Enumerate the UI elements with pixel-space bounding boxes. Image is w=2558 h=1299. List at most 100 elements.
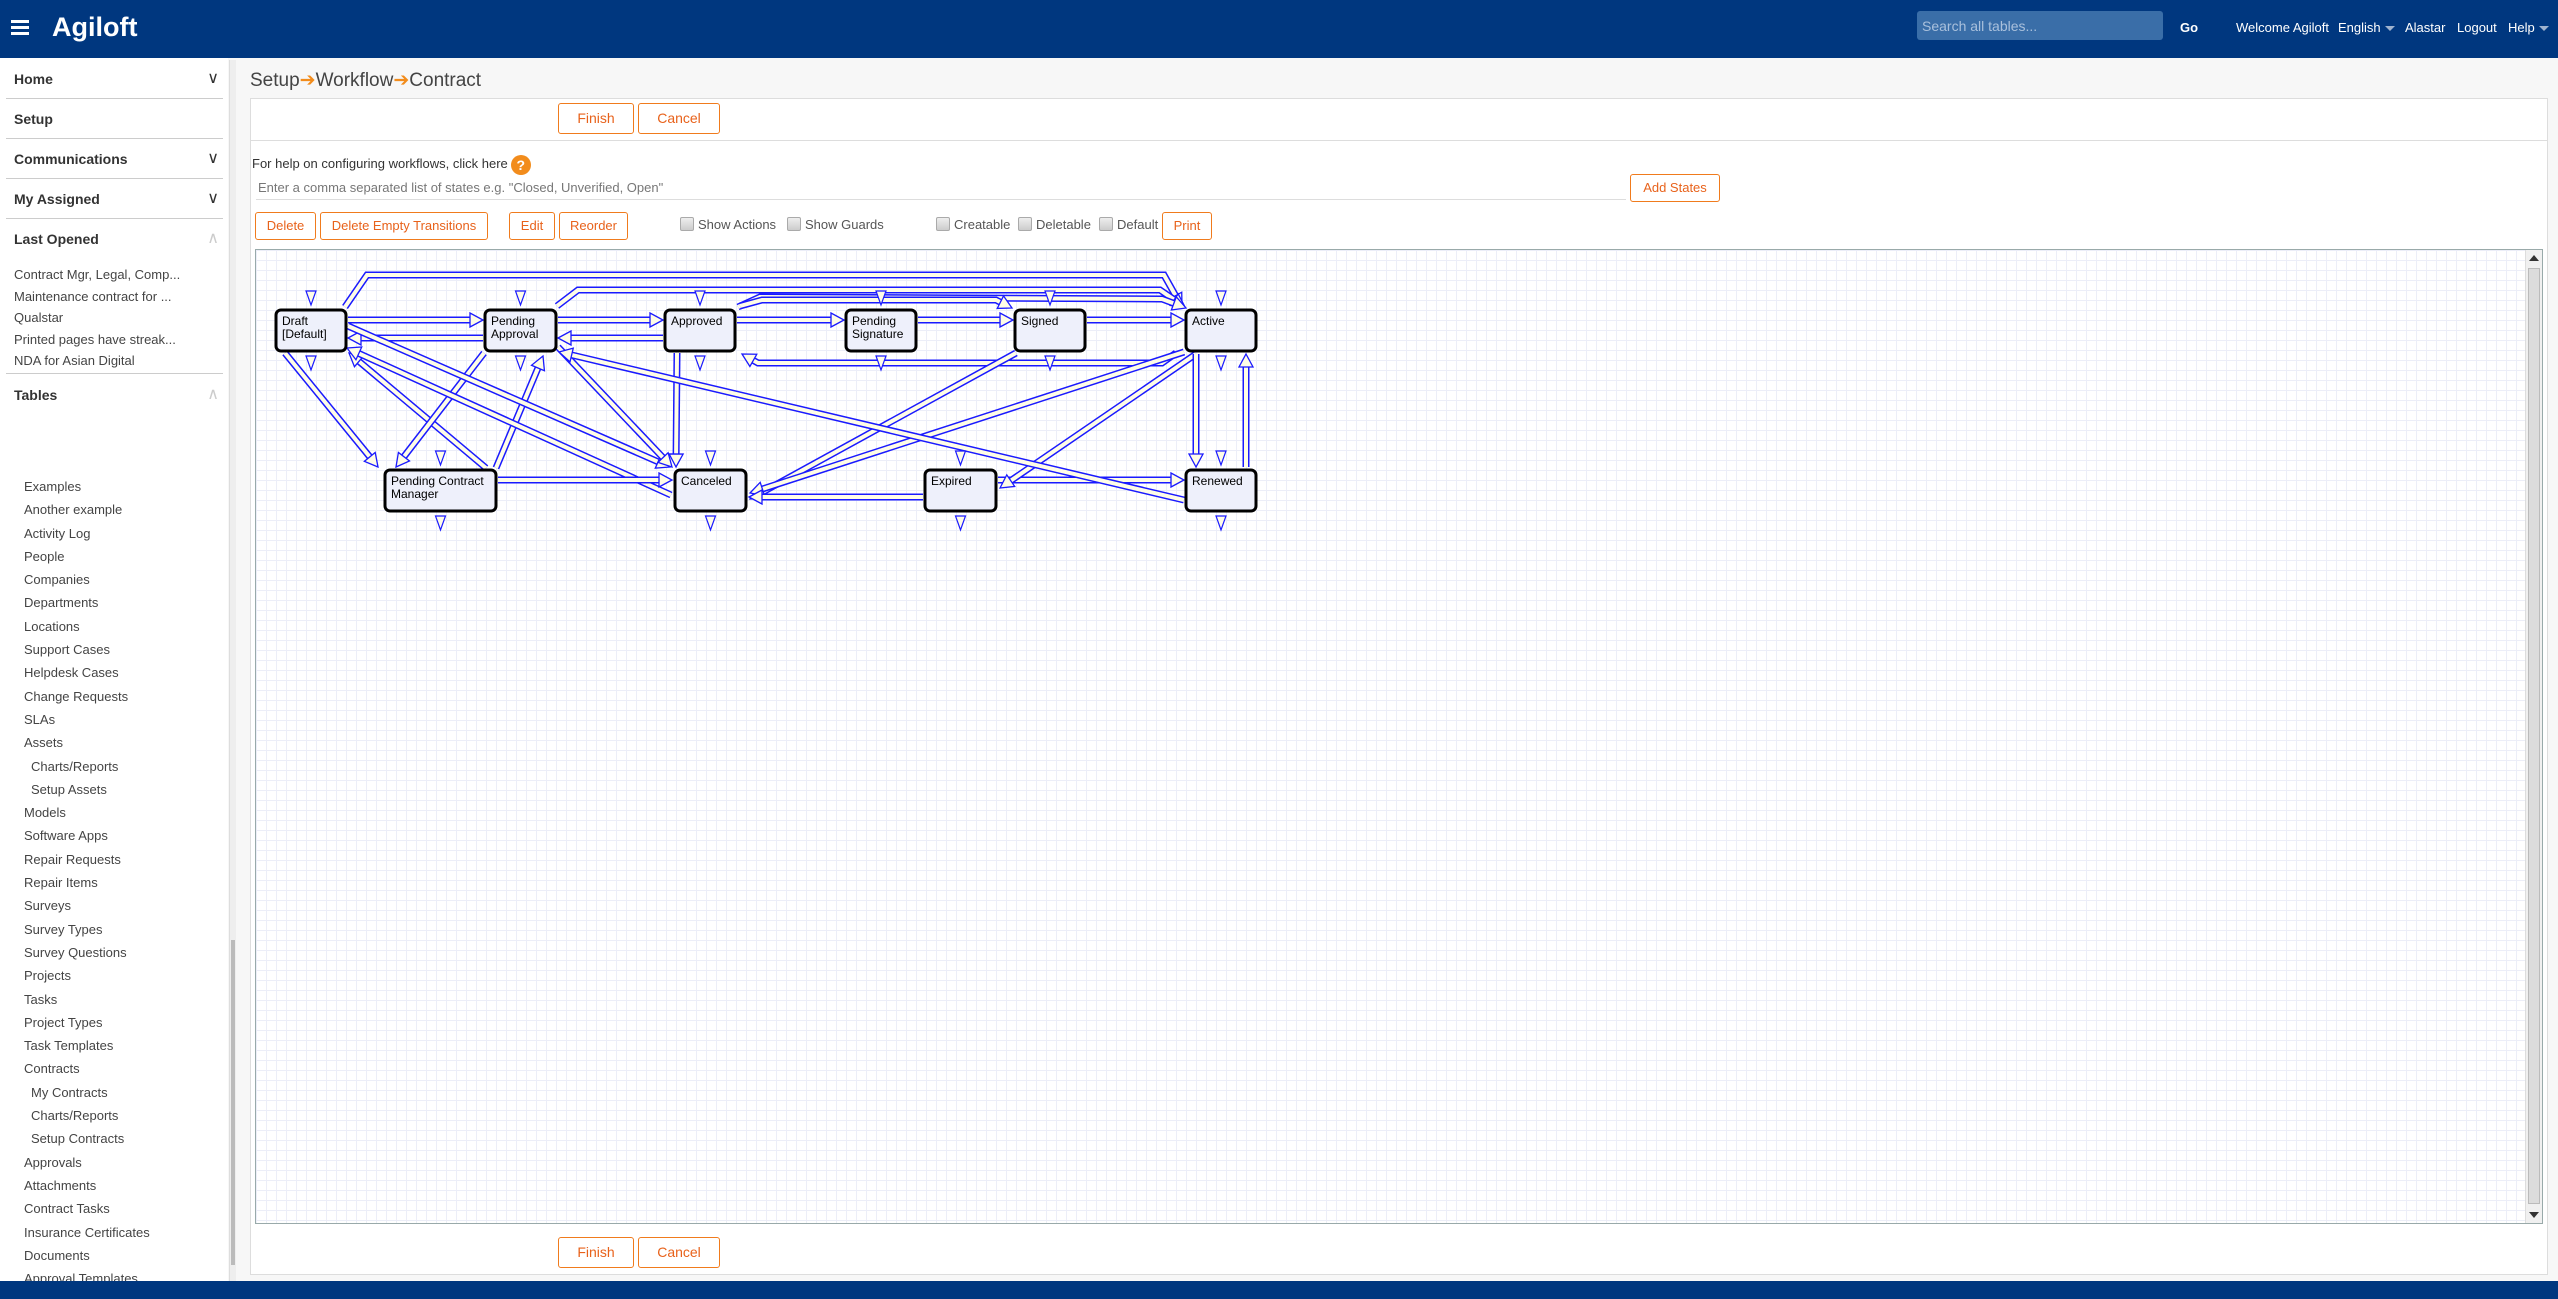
default-checkbox[interactable]: Default [1099, 216, 1158, 234]
cancel-button-bottom[interactable]: Cancel [638, 1237, 720, 1268]
last-opened-item[interactable]: Maintenance contract for ... [14, 288, 172, 304]
sidebar-table-item[interactable]: Repair Requests [24, 851, 121, 867]
transition-arrow[interactable] [747, 488, 923, 506]
sidebar-section-setup[interactable]: Setup [6, 99, 223, 139]
scroll-up-icon[interactable] [2529, 255, 2539, 261]
sidebar-table-item[interactable]: Task Templates [24, 1038, 114, 1054]
sidebar-table-item[interactable]: Charts/Reports [31, 758, 119, 774]
help-menu[interactable]: Help [2508, 20, 2549, 35]
last-opened-item[interactable]: Printed pages have streak... [14, 331, 176, 347]
logout-link[interactable]: Logout [2457, 20, 2497, 35]
sidebar-table-item[interactable]: Software Apps [24, 828, 108, 844]
transition-arrow[interactable] [668, 352, 685, 469]
sidebar-table-item[interactable]: Approvals [24, 1154, 82, 1170]
sidebar-table-item[interactable]: Charts/Reports [31, 1108, 119, 1124]
user-link[interactable]: Alastar [2405, 20, 2446, 35]
sidebar-table-item[interactable]: Support Cases [24, 642, 110, 658]
sidebar-table-item[interactable]: Project Types [24, 1014, 103, 1030]
transition-arrow[interactable] [1087, 311, 1186, 329]
last-opened-item[interactable]: Contract Mgr, Legal, Comp... [14, 267, 181, 282]
sidebar-table-item[interactable]: People [24, 548, 65, 564]
sidebar-section-my-assigned[interactable]: My Assigned∨ [6, 179, 223, 219]
sidebar-table-item[interactable]: Change Requests [24, 688, 129, 704]
reorder-button[interactable]: Reorder [559, 212, 628, 240]
transition-arrow[interactable] [1237, 352, 1255, 467]
transition-arrow[interactable] [345, 346, 673, 499]
delete-empty-transitions-button[interactable]: Delete Empty Transitions [320, 212, 488, 240]
sidebar-table-item[interactable]: Contracts [24, 1061, 80, 1077]
print-button[interactable]: Print [1162, 212, 1212, 240]
show-guards-checkbox[interactable]: Show Guards [787, 216, 884, 234]
sidebar-table-item[interactable]: Contract Tasks [24, 1201, 110, 1217]
help-question-icon[interactable]: ? [510, 155, 531, 175]
transition-arrow[interactable] [558, 311, 665, 329]
deletable-checkbox[interactable]: Deletable [1018, 216, 1091, 234]
sidebar-table-item[interactable]: Survey Types [24, 921, 103, 937]
sidebar-table-item[interactable]: Models [24, 805, 66, 821]
transition-arrow[interactable] [737, 311, 846, 329]
last-opened-item[interactable]: Qualstar [14, 310, 64, 325]
transition-arrow[interactable] [395, 350, 487, 469]
edit-button[interactable]: Edit [509, 212, 555, 240]
sidebar-table-item[interactable]: SLAs [24, 711, 56, 727]
transition-arrow[interactable] [557, 347, 1185, 504]
states-input[interactable] [256, 176, 1626, 200]
transition-arrow[interactable] [492, 354, 546, 470]
transition-arrow[interactable] [282, 350, 379, 469]
sidebar-table-item[interactable]: Surveys [24, 898, 71, 914]
sidebar-scrollbar[interactable] [229, 60, 236, 1281]
transition-arrow[interactable] [348, 311, 485, 329]
go-button[interactable]: Go [2180, 20, 2199, 35]
scroll-down-icon[interactable] [2529, 1212, 2539, 1218]
sidebar-table-item[interactable]: Tasks [24, 991, 58, 1007]
language-menu[interactable]: English [2338, 20, 2395, 35]
creatable-checkbox[interactable]: Creatable [936, 216, 1010, 234]
sidebar-table-item[interactable]: Repair Items [24, 875, 98, 891]
finish-button[interactable]: Finish [558, 103, 634, 134]
sidebar-section-home[interactable]: Home∨ [6, 59, 223, 99]
breadcrumb-setup[interactable]: Setup [250, 70, 300, 91]
sidebar-table-item[interactable]: Activity Log [24, 525, 91, 541]
sidebar-table-item[interactable]: Departments [24, 595, 99, 611]
transition-arrow[interactable] [498, 471, 674, 489]
sidebar-table-item[interactable]: Setup Contracts [31, 1131, 125, 1147]
transition-arrow[interactable] [739, 294, 1014, 310]
transition-arrow[interactable] [740, 350, 1179, 368]
sidebar-section-last-opened[interactable]: Last Opened∧ [6, 219, 223, 259]
sidebar-table-item[interactable]: Companies [24, 572, 90, 588]
canvas-scrollbar[interactable] [2525, 250, 2542, 1223]
transition-arrow[interactable] [918, 311, 1015, 329]
show-actions-checkbox[interactable]: Show Actions [680, 216, 776, 234]
sidebar-table-item[interactable]: Examples [24, 479, 82, 494]
sidebar-table-item[interactable]: Helpdesk Cases [24, 665, 119, 681]
last-opened-item[interactable]: NDA for Asian Digital [14, 353, 135, 368]
sidebar-table-item[interactable]: Documents [24, 1247, 90, 1263]
breadcrumb-workflow[interactable]: Workflow [315, 70, 394, 91]
sidebar-table-item[interactable]: Locations [24, 618, 80, 634]
transition-arrow[interactable] [556, 329, 663, 347]
sidebar-table-item[interactable]: My Contracts [31, 1084, 108, 1100]
scroll-thumb[interactable] [2528, 268, 2540, 1204]
sidebar-section-communications[interactable]: Communications∨ [6, 139, 223, 179]
sidebar-table-item[interactable]: Attachments [24, 1177, 97, 1193]
transition-arrow[interactable] [555, 344, 673, 468]
search-input[interactable] [1917, 11, 2163, 40]
transition-arrow[interactable] [1187, 354, 1205, 469]
sidebar-table-item[interactable]: Insurance Certificates [24, 1224, 150, 1240]
hamburger-menu-icon[interactable] [11, 20, 29, 36]
finish-button-bottom[interactable]: Finish [558, 1237, 634, 1268]
sidebar-table-item[interactable]: Survey Questions [24, 944, 127, 960]
transition-arrow[interactable] [998, 351, 1198, 489]
sidebar-table-item[interactable]: Assets [24, 735, 64, 751]
sidebar-table-item[interactable]: Approval Templates [24, 1271, 138, 1281]
sidebar-table-item[interactable]: Projects [24, 968, 71, 984]
app-logo[interactable]: Agiloft [52, 12, 138, 42]
help-link[interactable]: For help on configuring workflows, click… [252, 156, 508, 171]
sidebar-section-tables[interactable]: Tables∧ [6, 375, 223, 415]
cancel-button[interactable]: Cancel [638, 103, 720, 134]
sidebar-table-item[interactable]: Setup Assets [31, 781, 107, 797]
transition-arrow[interactable] [347, 352, 489, 471]
add-states-button[interactable]: Add States [1630, 174, 1720, 202]
